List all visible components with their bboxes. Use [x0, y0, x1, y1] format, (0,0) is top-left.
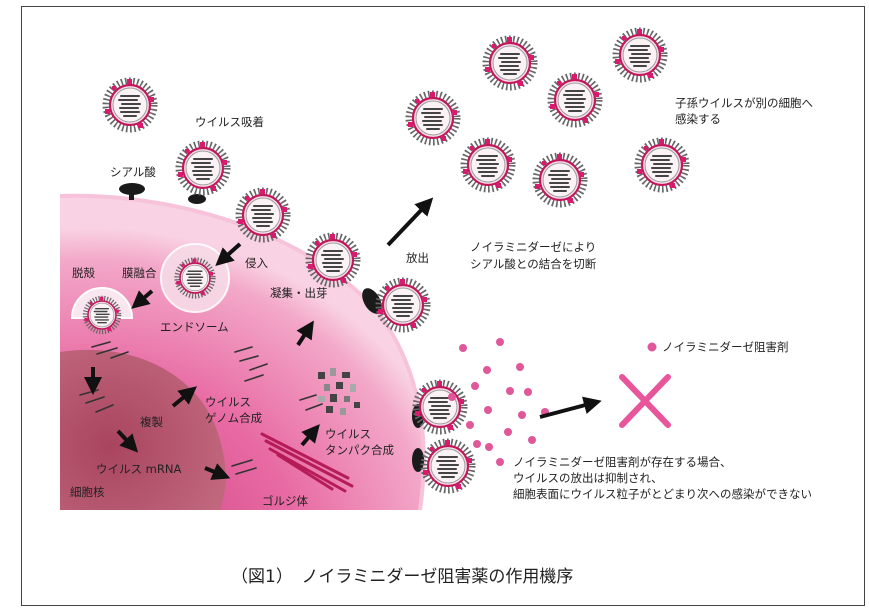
label-protein-synthesis-1: ウイルス [325, 427, 371, 441]
label-nucleus: 細胞核 [70, 485, 105, 499]
label-cleave-1: ノイラミニダーゼにより [470, 240, 596, 254]
label-membrane-fusion: 膜融合 [122, 266, 157, 280]
label-replication: 複製 [140, 415, 163, 429]
label-uncoating: 脱殻 [72, 266, 95, 280]
label-protein-synthesis-2: タンパク合成 [325, 443, 394, 457]
label-attachment: ウイルス吸着 [195, 115, 264, 129]
label-inhibited-2: ウイルスの放出は抑制され、 [513, 471, 663, 485]
label-mrna: ウイルス mRNA [96, 462, 181, 476]
inhibitor-legend-dot [647, 342, 657, 352]
label-invasion: 侵入 [245, 256, 268, 270]
label-release: 放出 [406, 251, 429, 265]
label-inhibitor-legend: ノイラミニダーゼ阻害剤 [662, 340, 789, 354]
label-genome-synthesis-2: ゲノム合成 [205, 411, 263, 425]
label-inhibited-3: 細胞表面にウイルス粒子がとどまり次への感染ができない [513, 487, 812, 501]
process-arrows [84, 197, 602, 480]
inhibitor-dots [448, 338, 549, 466]
label-golgi: ゴルジ体 [262, 494, 308, 508]
protein-cluster [318, 368, 360, 415]
sialic-acid-receptors [119, 183, 424, 472]
blocked-cross-icon [619, 374, 671, 428]
label-genome-synthesis-1: ウイルス [205, 395, 251, 409]
golgi-apparatus [260, 432, 354, 493]
label-cleave-2: シアル酸との結合を切断 [470, 257, 597, 271]
label-sialic-acid: シアル酸 [110, 165, 156, 179]
label-inhibited-1: ノイラミニダーゼ阻害剤が存在する場合、 [513, 455, 732, 469]
label-endosome: エンドソーム [160, 320, 229, 334]
label-progeny-1: 子孫ウイルスが別の細胞へ [675, 96, 813, 110]
figure-caption: （図1） ノイラミニダーゼ阻害薬の作用機序 [231, 567, 573, 587]
label-assembly-budding: 凝集・出芽 [270, 286, 328, 300]
label-progeny-2: 感染する [675, 112, 721, 126]
